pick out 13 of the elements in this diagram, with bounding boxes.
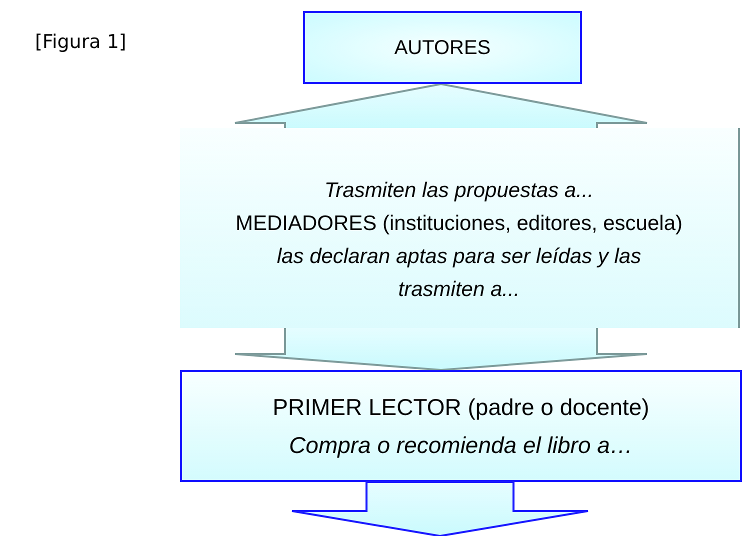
node-text: AUTORES xyxy=(394,36,491,60)
node-text: Compra o recomienda el libro a… xyxy=(289,431,633,460)
node-text: las declaran aptas para ser leídas y las trasmiten a... xyxy=(276,244,642,303)
text-panel xyxy=(180,128,740,328)
block-arrow xyxy=(234,325,648,371)
node-text: MEDIADORES (instituciones, editores, escuela) xyxy=(236,211,682,237)
block-arrow xyxy=(291,481,589,536)
node-text: Trasmiten las propuestas a... xyxy=(324,178,594,204)
node-text: PRIMER LECTOR (padre o docente) xyxy=(272,393,650,422)
process-box xyxy=(180,370,742,482)
figure-label: [Figura 1] xyxy=(35,30,126,55)
process-box xyxy=(303,11,582,84)
block-arrow xyxy=(234,82,648,131)
